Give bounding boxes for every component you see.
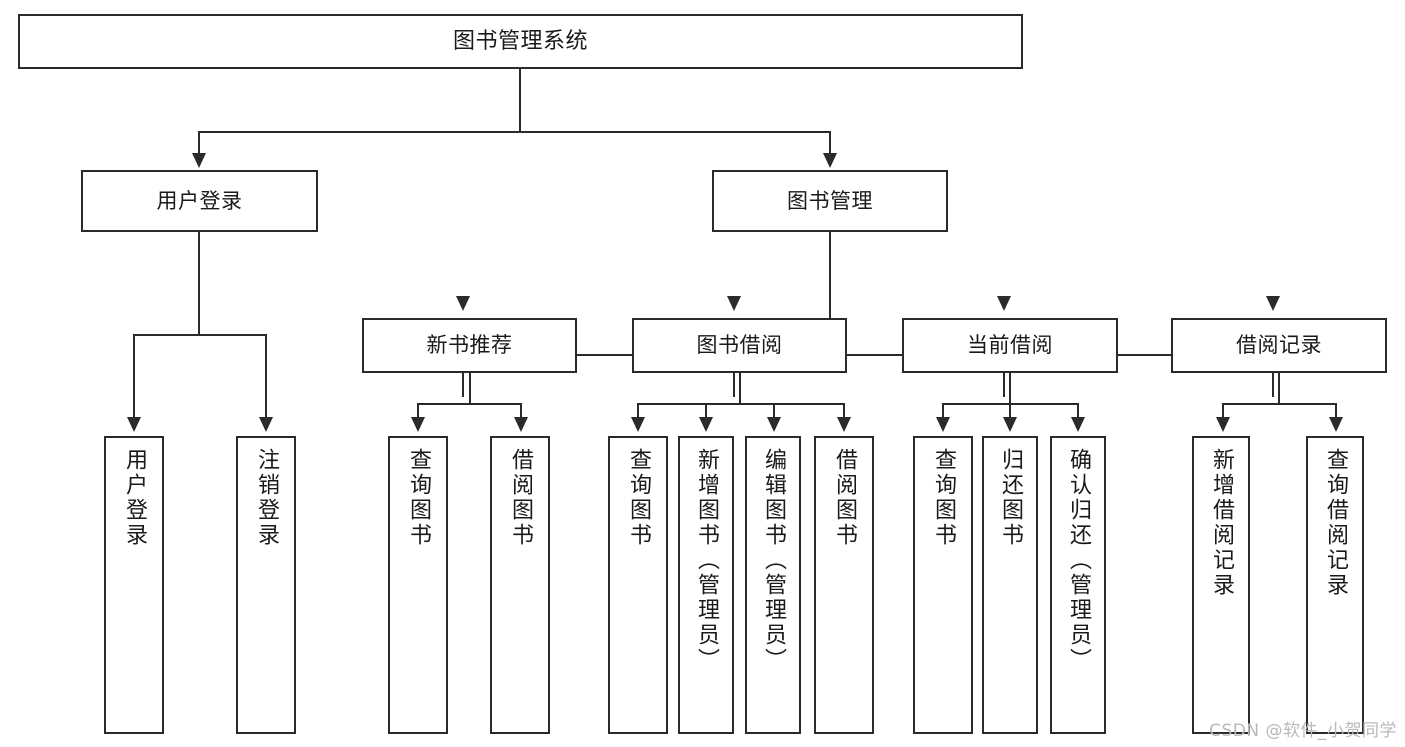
connector-borrow-record-bus: [1222, 403, 1337, 405]
connector-user-login-trunk: [198, 232, 200, 336]
connector-level3-bus: [462, 354, 1279, 356]
arrowhead-to-return-book: [1003, 417, 1017, 432]
node-label: 编辑图书（管理员）: [760, 448, 786, 673]
connector-user-login-drop-2: [265, 334, 267, 418]
connector-book-borrow-bus: [637, 403, 845, 405]
connector-current-borrow-drop-1: [942, 403, 944, 418]
arrowhead-to-borrow-book-2: [837, 417, 851, 432]
node-label: 注销登录: [253, 448, 279, 548]
connector-level3-drop-4: [1272, 354, 1274, 397]
node-label: 查询图书: [405, 448, 431, 548]
arrowhead-to-query-book-3: [936, 417, 950, 432]
node-label: 新增借阅记录: [1208, 448, 1234, 598]
arrowhead-to-borrow-book-1: [514, 417, 528, 432]
connector-new-book-trunk: [469, 373, 471, 405]
node-user-login[interactable]: 用户登录: [81, 170, 318, 232]
node-book-management[interactable]: 图书管理: [712, 170, 948, 232]
connector-borrow-record-trunk: [1278, 373, 1280, 405]
arrowhead-to-edit-book: [767, 417, 781, 432]
node-label: 归还图书: [997, 448, 1023, 548]
node-label: 借阅图书: [507, 448, 533, 548]
arrowhead-to-new-book-recommend: [456, 296, 470, 311]
node-label: 查询图书: [625, 448, 651, 548]
leaf-add-borrow-record[interactable]: 新增借阅记录: [1192, 436, 1250, 734]
connector-level3-drop-2: [733, 354, 735, 397]
connector-root-trunk: [519, 69, 521, 132]
connector-user-login-bus: [133, 334, 267, 336]
connector-user-login-drop-1: [133, 334, 135, 418]
arrowhead-to-query-book-1: [411, 417, 425, 432]
leaf-confirm-return-admin[interactable]: 确认归还（管理员）: [1050, 436, 1106, 734]
node-label: 查询借阅记录: [1322, 448, 1348, 598]
connector-new-book-drop-1: [417, 403, 419, 418]
arrowhead-to-logout-leaf: [259, 417, 273, 432]
connector-book-borrow-drop-2: [705, 403, 707, 418]
connector-level3-drop-3: [1003, 354, 1005, 397]
connector-book-borrow-drop-1: [637, 403, 639, 418]
node-new-book-recommend[interactable]: 新书推荐: [362, 318, 577, 373]
connector-book-borrow-drop-4: [843, 403, 845, 418]
leaf-query-book-borrow[interactable]: 查询图书: [608, 436, 668, 734]
connector-book-borrow-trunk: [739, 373, 741, 405]
arrowhead-to-confirm-return: [1071, 417, 1085, 432]
node-label: 用户登录: [156, 188, 243, 213]
connector-root-bus: [198, 131, 831, 133]
connector-new-book-bus: [417, 403, 522, 405]
leaf-query-book-current[interactable]: 查询图书: [913, 436, 973, 734]
leaf-user-login[interactable]: 用户登录: [104, 436, 164, 734]
arrowhead-to-borrow-record: [1266, 296, 1280, 311]
csdn-watermark: CSDN @软件_小贺同学: [1209, 721, 1397, 741]
arrowhead-to-current-borrow: [997, 296, 1011, 311]
connector-root-drop-1: [198, 131, 200, 155]
leaf-add-book-admin[interactable]: 新增图书（管理员）: [678, 436, 734, 734]
connector-root-drop-2: [829, 131, 831, 155]
node-label: 图书管理系统: [452, 28, 588, 54]
connector-level3-drop-1: [462, 354, 464, 397]
arrowhead-to-user-login: [192, 153, 206, 168]
leaf-return-book[interactable]: 归还图书: [982, 436, 1038, 734]
leaf-query-book-recommend[interactable]: 查询图书: [388, 436, 448, 734]
connector-borrow-record-drop-2: [1335, 403, 1337, 418]
node-label: 查询图书: [930, 448, 956, 548]
node-current-borrow[interactable]: 当前借阅: [902, 318, 1118, 373]
node-label: 图书管理: [787, 188, 873, 213]
node-label: 图书借阅: [696, 333, 783, 358]
node-label: 新增图书（管理员）: [693, 448, 719, 673]
connector-borrow-record-drop-1: [1222, 403, 1224, 418]
leaf-edit-book-admin[interactable]: 编辑图书（管理员）: [745, 436, 801, 734]
arrowhead-to-book-borrow: [727, 296, 741, 311]
leaf-query-borrow-record[interactable]: 查询借阅记录: [1306, 436, 1364, 734]
node-label: 新书推荐: [426, 333, 513, 358]
arrowhead-to-add-borrow-record: [1216, 417, 1230, 432]
arrowhead-to-user-login-leaf: [127, 417, 141, 432]
connector-current-borrow-drop-2: [1009, 403, 1011, 418]
connector-book-management-trunk: [829, 232, 831, 356]
node-borrow-record[interactable]: 借阅记录: [1171, 318, 1387, 373]
leaf-borrow-book[interactable]: 借阅图书: [814, 436, 874, 734]
arrowhead-to-book-management: [823, 153, 837, 168]
connector-book-borrow-drop-3: [773, 403, 775, 418]
connector-new-book-drop-2: [520, 403, 522, 418]
node-book-borrow[interactable]: 图书借阅: [632, 318, 847, 373]
node-label: 当前借阅: [967, 333, 1053, 358]
node-label: 借阅图书: [831, 448, 857, 548]
node-label: 确认归还（管理员）: [1065, 448, 1091, 673]
connector-current-borrow-drop-3: [1077, 403, 1079, 418]
leaf-logout[interactable]: 注销登录: [236, 436, 296, 734]
node-label: 用户登录: [121, 448, 147, 548]
node-root-book-management-system[interactable]: 图书管理系统: [18, 14, 1023, 69]
connector-current-borrow-trunk: [1009, 373, 1011, 405]
node-label: 借阅记录: [1236, 333, 1322, 358]
arrowhead-to-add-book: [699, 417, 713, 432]
arrowhead-to-query-book-2: [631, 417, 645, 432]
leaf-borrow-book-recommend[interactable]: 借阅图书: [490, 436, 550, 734]
arrowhead-to-query-borrow-record: [1329, 417, 1343, 432]
